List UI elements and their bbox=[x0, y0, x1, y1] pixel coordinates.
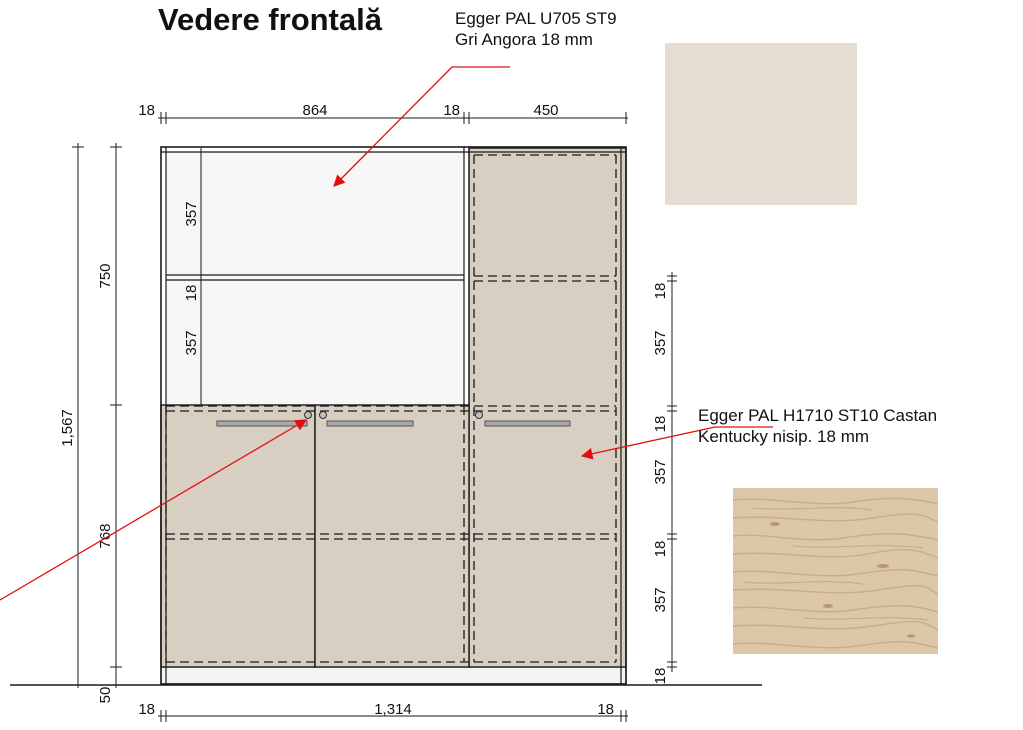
lower-left-door bbox=[160, 404, 316, 668]
dim-left-plinth: 50 bbox=[97, 687, 114, 704]
leader-lines bbox=[0, 66, 773, 601]
material-note-castan: Egger PAL H1710 ST10 Castan Kentucky nis… bbox=[698, 405, 937, 447]
dim-inner-2: 18 bbox=[183, 285, 200, 302]
leader-door bbox=[0, 419, 308, 601]
leader-castan bbox=[580, 426, 773, 460]
page-title: Vedere frontală bbox=[158, 2, 382, 37]
swatch-angora bbox=[665, 43, 857, 205]
swatch-castan bbox=[732, 488, 939, 654]
knob-right bbox=[475, 411, 483, 419]
carcass-outline bbox=[160, 146, 627, 685]
dim-left-upper: 750 bbox=[97, 263, 114, 288]
dim-top-1: 18 bbox=[138, 102, 155, 119]
material-angora-line2: Gri Angora 18 mm bbox=[455, 30, 593, 49]
hidden-lines bbox=[165, 154, 617, 663]
wood-grain-pattern bbox=[732, 488, 939, 654]
dim-right-4: 357 bbox=[652, 459, 669, 484]
dim-bottom-2: 1,314 bbox=[374, 701, 412, 718]
dim-left-lower: 768 bbox=[97, 523, 114, 548]
dim-bottom-1: 18 bbox=[138, 701, 155, 718]
material-note-angora: Egger PAL U705 ST9 Gri Angora 18 mm bbox=[455, 8, 617, 50]
handle-right bbox=[484, 420, 571, 427]
open-shelf-area bbox=[166, 152, 464, 405]
dim-right-3: 18 bbox=[652, 416, 669, 433]
leader-angora bbox=[333, 66, 510, 187]
material-castan-line2: Kentucky nisip. 18 mm bbox=[698, 427, 870, 446]
dim-right-7: 18 bbox=[652, 668, 669, 685]
material-castan-line1: Egger PAL H1710 ST10 Castan bbox=[698, 406, 938, 425]
dim-inner-1: 357 bbox=[183, 201, 200, 226]
cabinet bbox=[160, 146, 627, 685]
dim-right-5: 18 bbox=[652, 541, 669, 558]
handle-middle bbox=[326, 420, 414, 427]
material-angora-line1: Egger PAL U705 ST9 bbox=[455, 9, 617, 28]
dim-top-4: 450 bbox=[533, 102, 558, 119]
dim-left-total: 1,567 bbox=[59, 409, 76, 447]
dim-bottom-3: 18 bbox=[597, 701, 614, 718]
dimension-lines bbox=[72, 112, 677, 722]
dim-right-2: 357 bbox=[652, 330, 669, 355]
handle-left bbox=[216, 420, 308, 427]
knob-middle bbox=[319, 411, 327, 419]
dim-inner-3: 357 bbox=[183, 330, 200, 355]
dim-right-1: 18 bbox=[652, 283, 669, 300]
right-tall-door bbox=[468, 147, 627, 668]
lower-middle-door bbox=[314, 404, 470, 668]
plinth-gap bbox=[160, 666, 627, 685]
dim-top-2: 864 bbox=[302, 102, 327, 119]
knob-left bbox=[304, 411, 312, 419]
dim-top-3: 18 bbox=[443, 102, 460, 119]
dim-right-6: 357 bbox=[652, 587, 669, 612]
